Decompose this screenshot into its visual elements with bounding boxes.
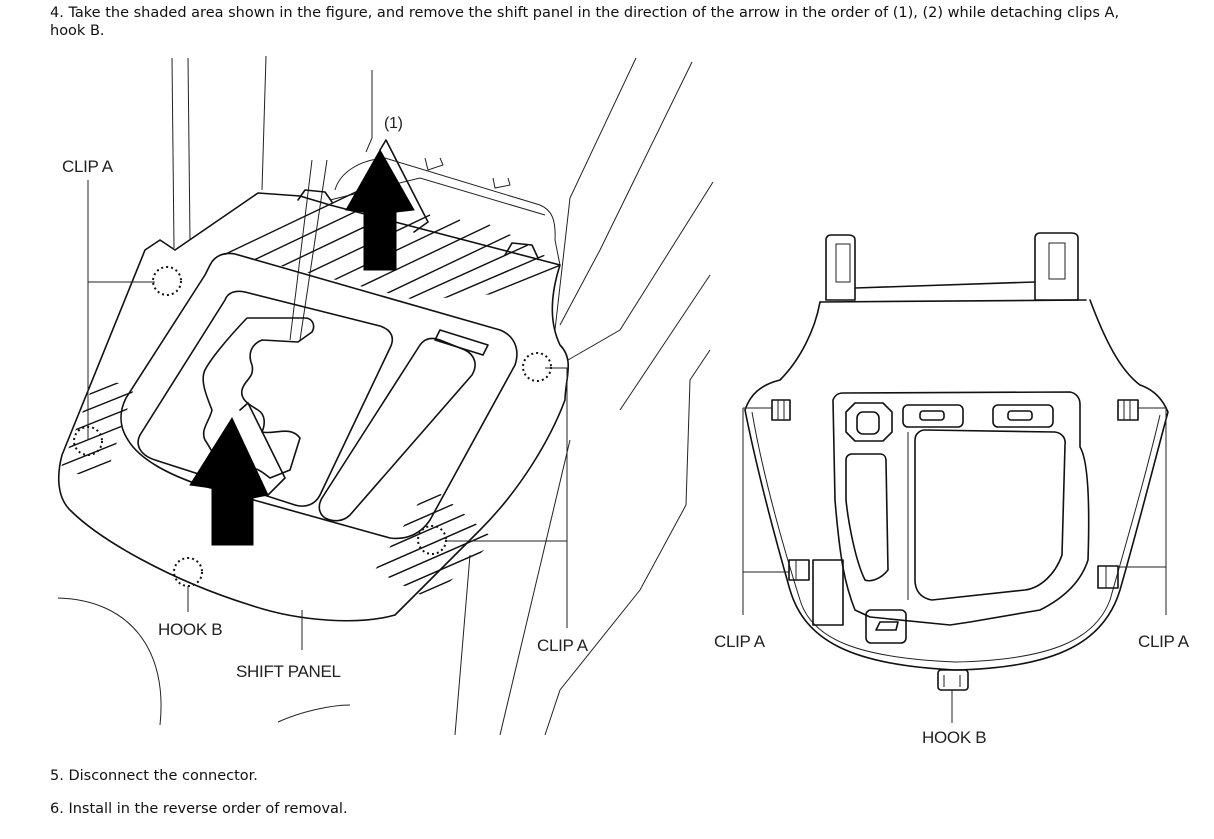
label-arrow-1: (1) — [384, 115, 403, 132]
label-hook-b: HOOK B — [922, 728, 987, 747]
clip-a-marker — [522, 352, 552, 382]
clip-a-marker — [1117, 399, 1139, 421]
shaded-area-right — [375, 485, 495, 600]
shift-panel-perspective-figure — [57, 55, 714, 736]
label-clip-a: CLIP A — [714, 632, 765, 651]
clip-a-marker — [771, 399, 791, 421]
shift-panel-rear-outline — [744, 232, 1169, 691]
label-clip-a: CLIP A — [1138, 632, 1189, 651]
label-hook-b: HOOK B — [158, 620, 223, 639]
arrow-2-icon — [189, 402, 286, 546]
step-6-instruction: 6. Install in the reverse order of remov… — [50, 801, 348, 817]
clip-a-marker — [152, 266, 182, 296]
leader-lines — [742, 407, 1167, 723]
surrounding-console-lines — [57, 55, 714, 736]
label-shift-panel: SHIFT PANEL — [236, 662, 341, 681]
shift-panel-rear-view-figure — [742, 232, 1169, 723]
shaded-area-left — [60, 380, 135, 480]
step-5-instruction: 5. Disconnect the connector. — [50, 768, 258, 784]
clip-a-marker — [788, 559, 810, 581]
label-clip-a: CLIP A — [62, 157, 113, 176]
clip-a-marker — [1097, 565, 1119, 589]
arrow-1-icon — [345, 139, 429, 271]
shift-panel-body — [58, 189, 569, 622]
clip-a-marker — [417, 525, 447, 555]
leader-lines — [87, 180, 568, 650]
label-clip-a: CLIP A — [537, 636, 588, 655]
step-4-instruction: 4. Take the shaded area shown in the fig… — [50, 5, 1120, 39]
